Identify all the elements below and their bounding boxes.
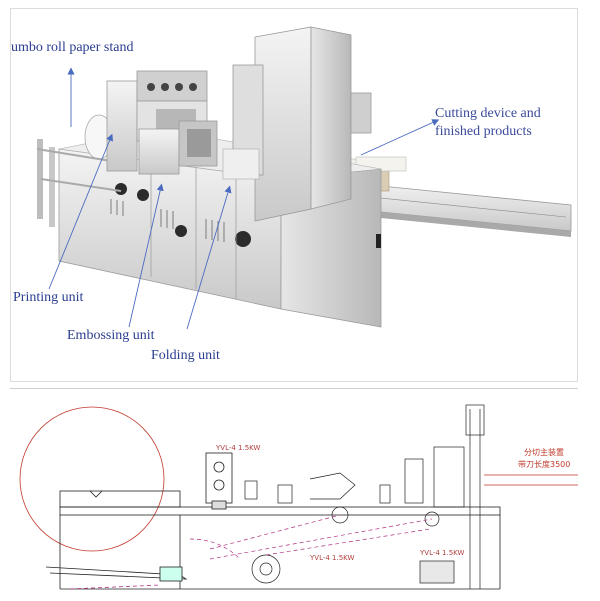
- cad-mid-units: [244, 404, 578, 589]
- slitting-note-cn-1: 分切主装置: [524, 448, 564, 457]
- embossing-unit-label: Embossing unit: [67, 328, 155, 343]
- jumbo-roll-outline: [19, 406, 165, 552]
- motor-tag-2: YVL-4 1.5KW: [310, 554, 355, 562]
- jumbo-roll-stand-label: umbo roll paper stand: [11, 40, 134, 55]
- machine-photo-illustration: [36, 26, 572, 330]
- machine-photo-panel: umbo roll paper stand Cutting device and…: [10, 8, 578, 382]
- motor-tag-1: YVL-4 1.5KW: [216, 444, 261, 452]
- jumbo-roll-stand: [36, 114, 122, 227]
- technical-drawing-panel: YVL-4 1.5KW YVL-4 1.5KW YVL-4 1.5KW 分切主装…: [10, 388, 578, 601]
- folding-unit-label: Folding unit: [151, 348, 220, 363]
- cad-printing-tower: [205, 452, 233, 510]
- folding-unit: [222, 26, 372, 222]
- slitting-note-cn-2: 带刀长度3500: [518, 460, 571, 469]
- printing-unit-label: Printing unit: [13, 290, 84, 305]
- embossing-unit: [138, 120, 218, 175]
- cad-side-view: [19, 404, 578, 590]
- annotation-arrows: [48, 67, 440, 330]
- cutting-device-label-line1: Cutting device and: [435, 106, 541, 121]
- cutting-device-label-line2: finished products: [435, 124, 532, 139]
- motor-tag-3: YVL-4 1.5KW: [420, 549, 465, 557]
- drive-belt-lines: [189, 514, 433, 560]
- unwind-arm: [45, 566, 188, 590]
